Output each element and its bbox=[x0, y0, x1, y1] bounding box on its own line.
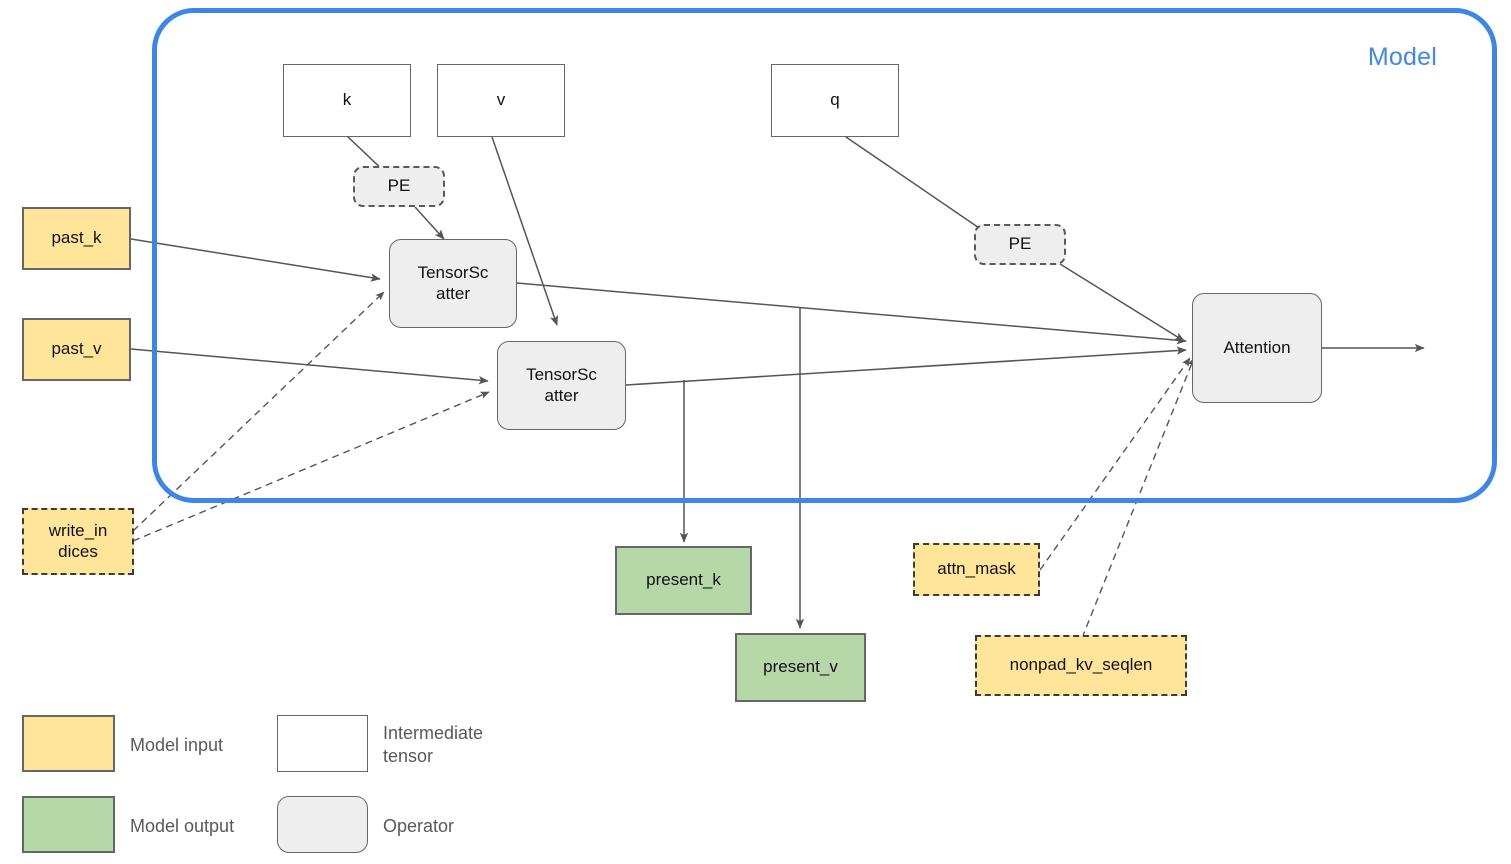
node-tensor-scatter-k-label: TensorSc atter bbox=[417, 263, 489, 303]
node-attn-mask[interactable]: attn_mask bbox=[913, 543, 1040, 596]
node-attention-label: Attention bbox=[1223, 337, 1291, 357]
node-q[interactable]: q bbox=[771, 64, 899, 137]
node-present-k[interactable]: present_k bbox=[615, 546, 752, 615]
node-nonpad-kv-seqlen[interactable]: nonpad_kv_seqlen bbox=[975, 635, 1187, 696]
node-write-indices-label: write_in dices bbox=[48, 521, 108, 561]
model-group-label: Model bbox=[1367, 43, 1437, 71]
node-present-v-label: present_v bbox=[763, 657, 838, 677]
node-k[interactable]: k bbox=[283, 64, 411, 137]
node-past-k-label: past_k bbox=[51, 228, 102, 248]
legend-label-model-output: Model output bbox=[130, 816, 235, 836]
legend-label-intermediate-tensor: Intermediate tensor bbox=[383, 723, 484, 767]
node-v-label: v bbox=[496, 90, 506, 110]
node-tensor-scatter-v-label: TensorSc atter bbox=[526, 365, 597, 405]
node-pe-q[interactable]: PE bbox=[974, 224, 1066, 265]
node-nonpad-kv-seqlen-label: nonpad_kv_seqlen bbox=[1009, 655, 1153, 675]
legend-swatch-intermediate-tensor bbox=[277, 715, 368, 772]
node-attn-mask-label: attn_mask bbox=[937, 559, 1016, 579]
node-past-v-label: past_v bbox=[51, 339, 102, 359]
node-past-k[interactable]: past_k bbox=[22, 207, 131, 270]
legend-swatch-model-input bbox=[22, 715, 115, 772]
node-write-indices[interactable]: write_in dices bbox=[22, 508, 134, 575]
node-pe-q-label: PE bbox=[1008, 234, 1032, 254]
legend-label-model-input: Model input bbox=[130, 735, 224, 755]
node-pe-k[interactable]: PE bbox=[353, 166, 445, 207]
node-pe-k-label: PE bbox=[387, 176, 411, 196]
node-v[interactable]: v bbox=[437, 64, 565, 137]
node-past-v[interactable]: past_v bbox=[22, 318, 131, 381]
node-attention[interactable]: Attention bbox=[1192, 293, 1322, 403]
legend-swatch-operator bbox=[277, 796, 368, 853]
node-k-label: k bbox=[342, 90, 352, 110]
legend-swatch-model-output bbox=[22, 796, 115, 853]
node-present-v[interactable]: present_v bbox=[735, 633, 866, 702]
node-tensor-scatter-v[interactable]: TensorSc atter bbox=[497, 341, 626, 430]
node-present-k-label: present_k bbox=[646, 570, 721, 590]
legend-label-operator: Operator bbox=[383, 816, 455, 836]
node-q-label: q bbox=[830, 90, 840, 110]
